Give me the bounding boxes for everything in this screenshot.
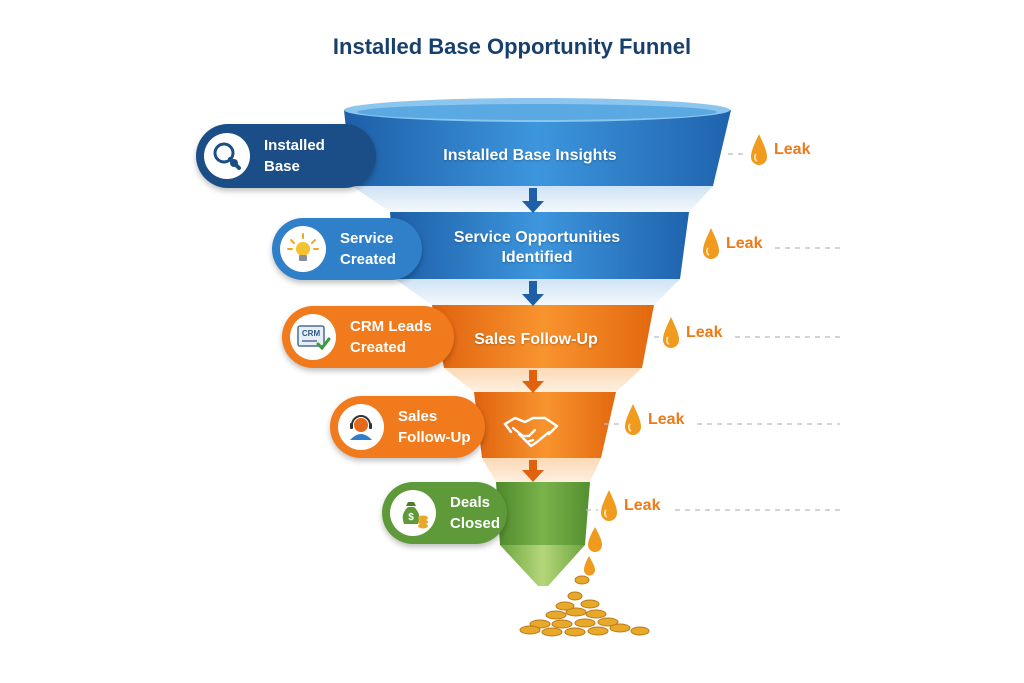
- funnel-band-2: [390, 212, 689, 279]
- stage-tab-label: Service Created: [340, 230, 396, 268]
- lightbulb-icon: [280, 226, 326, 272]
- stage-tab-label: CRM Leads Created: [350, 318, 432, 356]
- leak-drop-icon: [703, 228, 719, 259]
- funnel-gap: [395, 279, 680, 305]
- leak-marker-1: Leak: [748, 132, 810, 168]
- money-bag-icon: $: [390, 490, 436, 536]
- crm-document-icon: CRM: [290, 314, 336, 360]
- stage-tab-label: Installed Base: [264, 137, 325, 175]
- leak-lines: [586, 153, 840, 511]
- leak-drop-icon: [663, 317, 679, 348]
- leak-drop-icon: [588, 527, 602, 552]
- stage-tab-crm-leads: CRM CRM Leads Created: [282, 306, 454, 368]
- leak-label: Leak: [686, 324, 723, 341]
- funnel-rim-inner: [357, 104, 717, 120]
- funnel-gap: [444, 368, 642, 392]
- stage-tab-sales-follow-up: Sales Follow-Up: [330, 396, 485, 458]
- funnel-spout: [500, 545, 585, 586]
- stage-tab-label: Deals Closed: [450, 494, 501, 532]
- down-arrow-icon: [522, 460, 544, 482]
- leak-label: Leak: [726, 235, 763, 252]
- band-label-service-opportunities: Service Opportunities Identified: [453, 229, 621, 266]
- leak-drop-icon: [601, 490, 617, 521]
- leak-marker-3: Leak: [660, 315, 722, 351]
- stage-tab-service-created: Service Created: [272, 218, 422, 280]
- band-label-sales-follow-up: Sales Follow-Up: [474, 331, 598, 348]
- coin-pile: [519, 575, 650, 637]
- magnifier-gear-icon: [204, 133, 250, 179]
- down-arrow-icon: [522, 281, 544, 306]
- stage-tab-deals-closed: $ Deals Closed: [382, 482, 507, 544]
- funnel-band-3: [432, 305, 654, 368]
- svg-text:$: $: [408, 512, 414, 523]
- stage-tab-installed-base: Installed Base: [196, 124, 376, 188]
- leak-drop-icon: [751, 134, 767, 165]
- funnel-band-4: [474, 392, 616, 458]
- funnel-band-5: [496, 482, 590, 545]
- page-title: Installed Base Opportunity Funnel: [332, 34, 692, 59]
- stage-tab-label: Sales Follow-Up: [398, 408, 471, 446]
- down-arrow-icon: [522, 370, 544, 393]
- band-label-installed-base-insights: Installed Base Insights: [443, 147, 617, 164]
- leak-drop-icon: [584, 556, 595, 576]
- leak-label: Leak: [648, 411, 685, 428]
- leak-marker-4: Leak: [622, 402, 684, 438]
- headset-agent-icon: [338, 404, 384, 450]
- leak-marker-2: Leak: [700, 226, 762, 262]
- leak-label: Leak: [624, 497, 661, 514]
- leak-marker-5: Leak: [598, 488, 660, 524]
- svg-text:CRM: CRM: [302, 329, 321, 338]
- down-arrow-icon: [522, 188, 544, 213]
- handshake-icon: [503, 416, 559, 448]
- funnel-band-1: [344, 110, 731, 186]
- leak-label: Leak: [774, 141, 811, 158]
- leak-drop-icon: [625, 404, 641, 435]
